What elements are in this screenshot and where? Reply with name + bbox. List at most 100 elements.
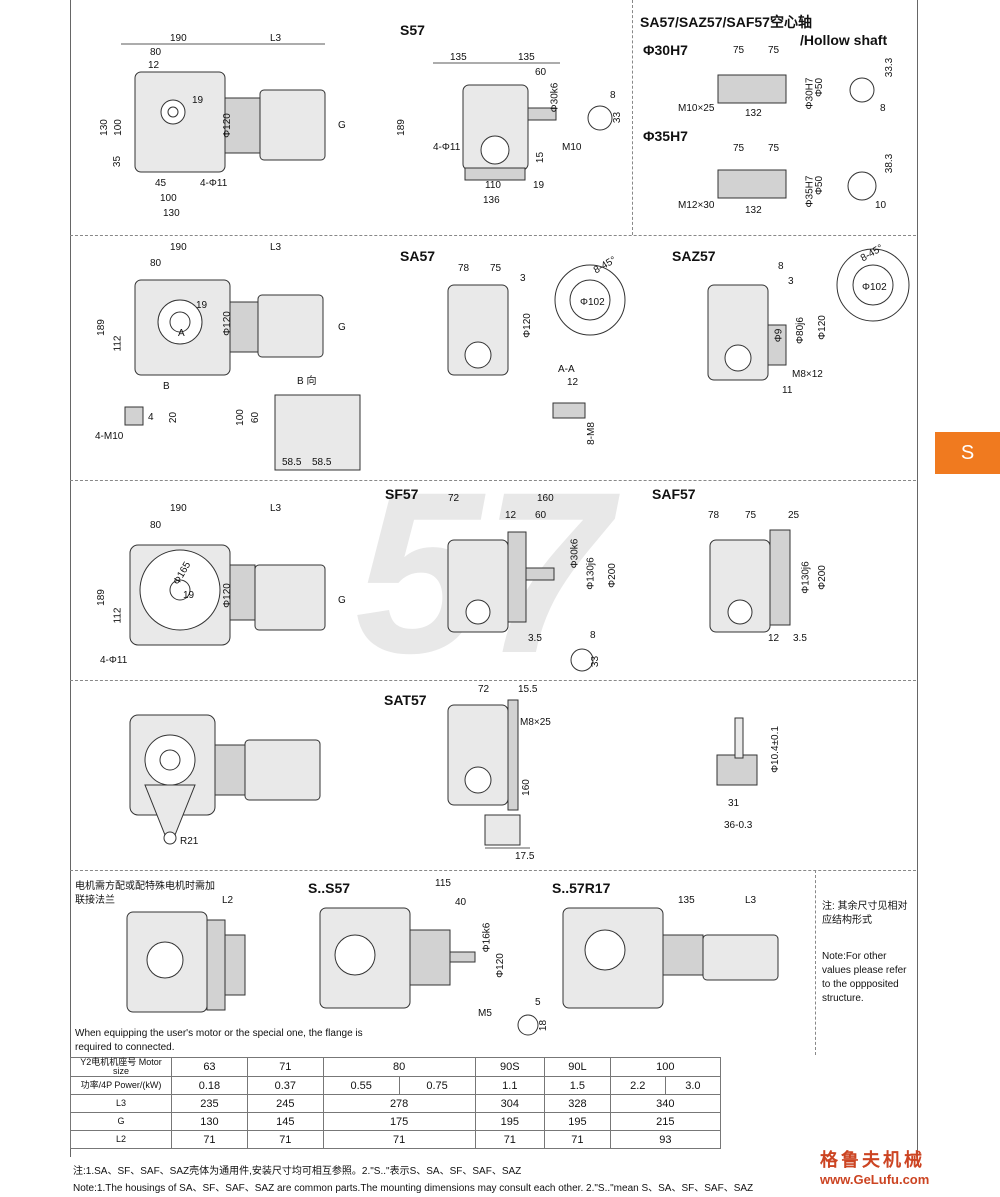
dim-160-sat: 160 bbox=[520, 779, 532, 796]
table-cell: 195 bbox=[474, 1112, 546, 1131]
dim-100-sa: 100 bbox=[234, 409, 246, 426]
dim-78-saf: 78 bbox=[708, 510, 720, 521]
dim-75c: 75 bbox=[733, 143, 745, 154]
dim-12: 12 bbox=[148, 60, 160, 71]
dim-8: 8 bbox=[610, 90, 616, 101]
dim-19-sa: 19 bbox=[196, 300, 208, 311]
label-a: A bbox=[178, 328, 185, 339]
dim-3-sa: 3 bbox=[520, 273, 526, 284]
title-ss57: S..S57 bbox=[308, 880, 351, 896]
dim-phi80j6: Φ80j6 bbox=[794, 317, 806, 344]
section-divider bbox=[70, 480, 916, 481]
dim-135b: 135 bbox=[518, 52, 535, 63]
dim-phi30k6: Φ30k6 bbox=[549, 82, 561, 113]
table-cell: 71 bbox=[171, 1130, 248, 1149]
dim-189-sf: 189 bbox=[95, 589, 107, 606]
table-row: L3 235 245 278 304 328 340 bbox=[70, 1094, 917, 1113]
dim-phi200-saf: Φ200 bbox=[816, 565, 828, 590]
table-cell: 90S bbox=[474, 1057, 546, 1077]
dim-m10x25: M10×25 bbox=[678, 103, 715, 114]
note-side-en: Note:For other values please refer to th… bbox=[822, 951, 907, 1004]
dim-72-sf: 72 bbox=[448, 493, 460, 504]
sf57-front-view bbox=[447, 531, 594, 672]
row-header: G bbox=[70, 1112, 172, 1131]
dim-160-sf: 160 bbox=[537, 493, 554, 504]
dim-33-sf: 33 bbox=[590, 655, 602, 668]
dim-phi120-saz: Φ120 bbox=[816, 315, 828, 340]
dim-60-sa: 60 bbox=[250, 411, 262, 424]
dim-136: 136 bbox=[483, 195, 500, 206]
s57r17-view bbox=[562, 907, 779, 1009]
sat57-front-view bbox=[447, 699, 758, 849]
table-cell: 130 bbox=[171, 1112, 248, 1131]
dim-75b: 75 bbox=[768, 45, 780, 56]
dim-8-saz: 8 bbox=[778, 261, 784, 272]
footer-note-cn: 注:1.SA、SF、SAF、SAZ壳体为通用件,安装尺寸均可相互参照。2."S.… bbox=[73, 1166, 522, 1177]
footer-note-en: Note:1.The housings of SA、SF、SAF、SAZ are… bbox=[73, 1183, 754, 1194]
dim-135-r17: 135 bbox=[678, 895, 695, 906]
dim-115: 115 bbox=[435, 878, 451, 889]
dim-phi9: Φ9 bbox=[773, 328, 785, 343]
dim-10-4: Φ10.4±0.1 bbox=[769, 726, 781, 773]
title-sa57: SA57 bbox=[400, 248, 436, 264]
dim-130: 130 bbox=[98, 119, 110, 136]
dim-130b: 130 bbox=[163, 208, 180, 219]
title-s57: S57 bbox=[400, 22, 425, 38]
sat57-side-view bbox=[129, 714, 321, 845]
table-cell: 175 bbox=[322, 1112, 476, 1131]
dim-l2: L2 bbox=[222, 895, 234, 906]
dim-190-sf: 190 bbox=[170, 503, 187, 514]
table-cell: 100 bbox=[609, 1057, 722, 1077]
dim-17-5: 17.5 bbox=[515, 851, 535, 862]
dim-19-sf: 19 bbox=[183, 590, 195, 601]
motor-table: Y2电机机座号 Motor size 63 71 80 90S 90L 100 … bbox=[70, 1057, 916, 1149]
hollow-shaft-views bbox=[717, 74, 877, 201]
section-tab[interactable]: S bbox=[935, 432, 1000, 474]
title-phi35: Φ35H7 bbox=[643, 128, 688, 144]
dim-45: 45 bbox=[155, 178, 167, 189]
dim-132a: 132 bbox=[745, 108, 762, 119]
note-side-cn: 注: 其余尺寸见相对应结构形式 bbox=[822, 901, 908, 926]
dim-112-sf: 112 bbox=[112, 607, 124, 624]
dim-38-3: 38.3 bbox=[884, 153, 896, 174]
dim-58-5b: 58.5 bbox=[312, 457, 332, 468]
sa57-front-view bbox=[447, 264, 626, 419]
title-s57r17: S..57R17 bbox=[552, 880, 611, 896]
title-saf57: SAF57 bbox=[652, 486, 696, 502]
dim-15-5: 15.5 bbox=[518, 684, 538, 695]
dim-g-sf: G bbox=[338, 595, 346, 606]
dim-19b: 19 bbox=[533, 180, 545, 191]
dim-5: 5 bbox=[535, 997, 541, 1008]
dim-10: 10 bbox=[875, 200, 887, 211]
dim-33: 33 bbox=[612, 111, 624, 124]
table-cell: 1.5 bbox=[544, 1076, 611, 1095]
title-hollow-shaft-cn: SA57/SAZ57/SAF57空心轴 bbox=[640, 14, 812, 30]
table-cell: 235 bbox=[171, 1094, 248, 1113]
table-cell: 0.18 bbox=[171, 1076, 248, 1095]
dim-m5: M5 bbox=[478, 1008, 492, 1019]
title-sat57: SAT57 bbox=[384, 692, 427, 708]
dim-58-5a: 58.5 bbox=[282, 457, 302, 468]
dim-phi30k6-sf: Φ30k6 bbox=[569, 538, 581, 569]
table-cell: 304 bbox=[474, 1094, 546, 1113]
dim-l3: L3 bbox=[270, 33, 282, 44]
dim-12-sf: 12 bbox=[505, 510, 517, 521]
table-cell: 3.0 bbox=[664, 1076, 722, 1095]
dim-110: 110 bbox=[485, 180, 501, 191]
table-cell: 278 bbox=[322, 1094, 476, 1113]
dim-135a: 135 bbox=[450, 52, 467, 63]
dim-phi120-sf: Φ120 bbox=[221, 583, 233, 608]
dim-r21: R21 bbox=[180, 836, 199, 847]
dim-4-holes-sf: 4-Φ11 bbox=[100, 655, 128, 666]
brand-url[interactable]: www.GeLufu.com bbox=[820, 1172, 930, 1187]
brand-logo-cn: 格鲁夫机械 bbox=[820, 1150, 925, 1170]
sa57-side-view bbox=[124, 279, 361, 471]
dim-phi120: Φ120 bbox=[221, 113, 233, 138]
section-divider bbox=[70, 870, 916, 871]
dim-40: 40 bbox=[455, 897, 467, 908]
title-hollow-shaft-en: /Hollow shaft bbox=[800, 32, 888, 48]
dim-3-5-saf: 3.5 bbox=[793, 633, 807, 644]
dim-phi130j6-sf: Φ130j6 bbox=[585, 557, 597, 590]
dim-m10: M10 bbox=[562, 142, 582, 153]
dim-phi120-sa: Φ120 bbox=[221, 311, 233, 336]
